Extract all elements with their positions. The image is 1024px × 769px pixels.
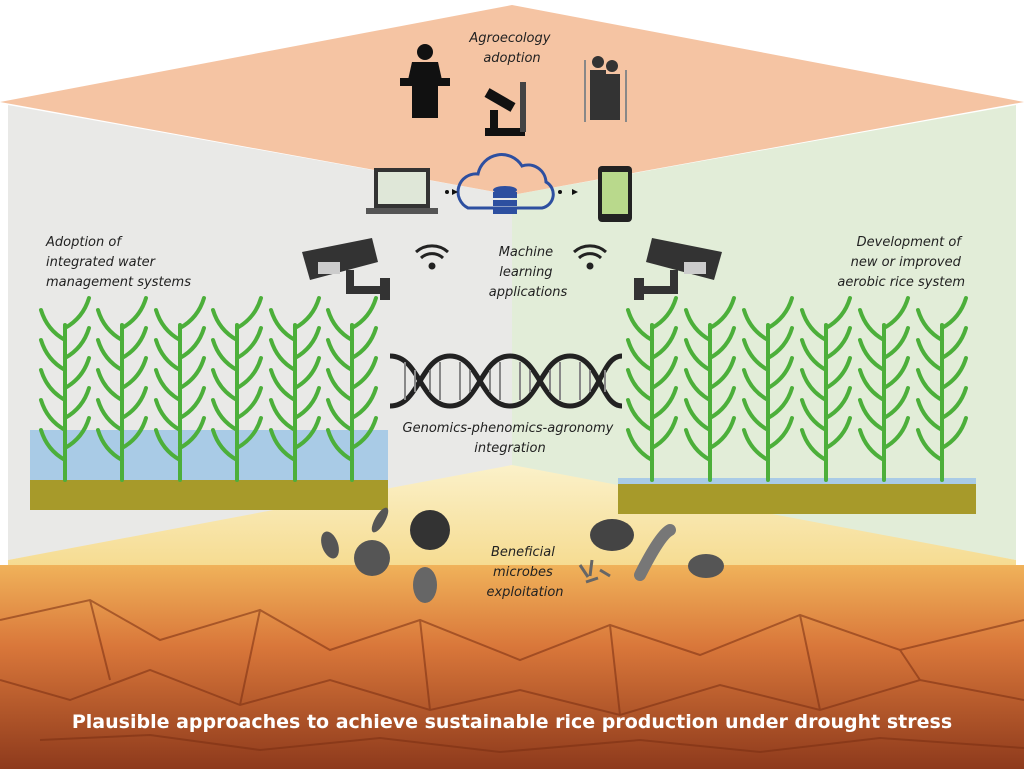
rice-stalk xyxy=(211,296,263,482)
label-microbes: Beneficial microbes exploitation xyxy=(486,545,563,600)
label-machine-learning: Machine learning applications xyxy=(489,245,568,300)
microscope-icon xyxy=(484,82,526,136)
label-line: applications xyxy=(489,285,568,300)
rice-stalk xyxy=(916,296,968,482)
label-line: integration xyxy=(474,441,545,456)
rice-stalk xyxy=(154,296,206,482)
dna-helix-icon xyxy=(389,353,623,409)
microbes-right-icon xyxy=(578,519,724,584)
farmers-icon xyxy=(584,56,627,122)
laptop-icon xyxy=(366,168,438,214)
microbes-left-icon xyxy=(321,507,450,603)
rice-stalk xyxy=(858,296,910,482)
cctv-camera-right-icon xyxy=(634,238,722,300)
arrow-laptop-cloud xyxy=(445,189,458,195)
rice-plant-icon xyxy=(800,296,852,482)
smartphone-icon xyxy=(598,166,632,222)
label-water-management: Adoption of integrated water management … xyxy=(45,235,191,290)
rice-stalk xyxy=(684,296,736,482)
rice-plant-icon xyxy=(742,296,794,482)
arrow-cloud-phone xyxy=(558,189,578,195)
rice-plant-icon xyxy=(858,296,910,482)
caption: Plausible approaches to achieve sustaina… xyxy=(72,711,952,733)
label-line: Beneficial xyxy=(491,545,555,560)
label-aerobic-rice: Development of new or improved aerobic r… xyxy=(837,235,965,290)
aerobic-soil-surface xyxy=(618,478,976,484)
label-line: microbes xyxy=(493,565,553,580)
label-line: Development of xyxy=(857,235,964,250)
rice-stalk xyxy=(269,296,321,482)
rice-plant-icon xyxy=(39,296,91,482)
top-panel xyxy=(0,5,1024,195)
label-line: aerobic rice system xyxy=(837,275,965,290)
label-line: Adoption of xyxy=(45,235,123,250)
rice-stalk xyxy=(742,296,794,482)
label-line: management systems xyxy=(46,275,191,290)
cctv-camera-left-icon xyxy=(302,238,390,300)
rice-stalk xyxy=(326,296,378,482)
label-line: exploitation xyxy=(486,585,563,600)
rice-plants xyxy=(39,296,968,482)
label-line: Agroecology xyxy=(468,31,550,46)
rice-plant-icon xyxy=(154,296,206,482)
cloud-database-icon xyxy=(456,153,555,214)
wifi-left-icon xyxy=(415,244,449,270)
soil-strip-right xyxy=(618,484,976,514)
cracked-soil xyxy=(0,565,1024,769)
label-line: integrated water xyxy=(46,255,157,270)
soil-cracks xyxy=(0,598,1024,754)
label-genomics: Genomics-phenomics-agronomy integration xyxy=(403,421,618,456)
label-line: Genomics-phenomics-agronomy xyxy=(403,421,614,436)
bottom-panel xyxy=(8,465,1016,580)
label-line: Machine xyxy=(499,245,553,260)
label-agroecology-adoption: Agroecology adoption xyxy=(468,31,554,66)
rice-plant-icon xyxy=(626,296,678,482)
wifi-right-icon xyxy=(573,244,607,270)
rice-plant-icon xyxy=(326,296,378,482)
rice-stalk xyxy=(96,296,148,482)
label-line: learning xyxy=(499,265,552,280)
rice-stalk xyxy=(39,296,91,482)
rice-plant-icon xyxy=(269,296,321,482)
rice-stalk xyxy=(800,296,852,482)
label-line: adoption xyxy=(483,51,540,66)
rice-plant-icon xyxy=(96,296,148,482)
rice-plant-icon xyxy=(916,296,968,482)
water-layer xyxy=(30,430,388,480)
label-line: new or improved xyxy=(851,255,962,270)
rice-plant-icon xyxy=(211,296,263,482)
rice-stalk xyxy=(626,296,678,482)
lecturer-podium-icon xyxy=(400,44,450,118)
soil-strip-left xyxy=(30,480,388,510)
rice-plant-icon xyxy=(684,296,736,482)
